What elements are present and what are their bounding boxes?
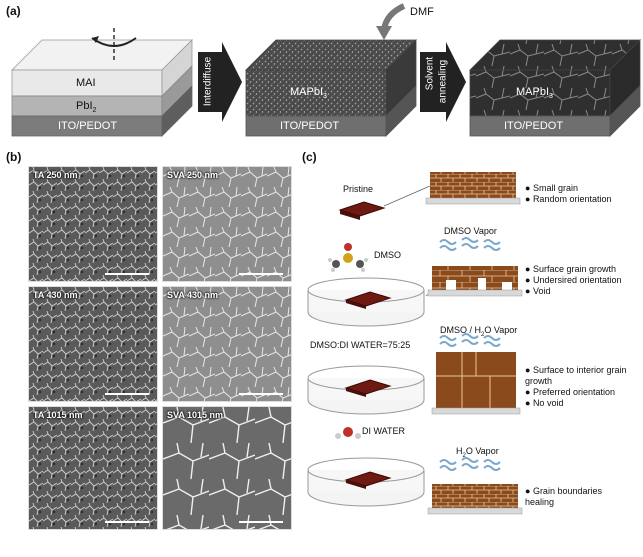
panel-c-label: (c) bbox=[302, 150, 317, 164]
sem-image-sva-250: SVA 250 nm bbox=[162, 166, 292, 282]
sem-caption: TA 430 nm bbox=[33, 290, 78, 300]
sem-caption: SVA 1015 nm bbox=[167, 410, 224, 420]
pristine-label: Pristine bbox=[343, 184, 374, 194]
sem-caption: TA 1015 nm bbox=[33, 410, 83, 420]
block-2 bbox=[245, 39, 417, 137]
sem-caption: SVA 430 nm bbox=[167, 290, 219, 300]
water-molecule-icon bbox=[335, 427, 361, 439]
water-label: DI WATER bbox=[362, 426, 405, 436]
scale-bar bbox=[239, 521, 283, 523]
scale-bar bbox=[105, 273, 149, 275]
block-3 bbox=[469, 39, 641, 137]
pristine-row bbox=[338, 172, 521, 220]
mixture-row bbox=[307, 333, 521, 415]
h2o-bullets: ● Grain boundaries healing bbox=[525, 486, 625, 508]
panel-a-drawing bbox=[11, 3, 641, 137]
bullet-item: ● Surface grain growth bbox=[525, 264, 616, 274]
h2o-vapor-label: H2O Vapor bbox=[456, 446, 499, 459]
dmso-vapor-label: DMSO Vapor bbox=[444, 226, 497, 236]
bullet-item: ● Grain boundaries healing bbox=[525, 486, 602, 507]
ito-layer-label-3: ITO/PEDOT bbox=[504, 120, 564, 132]
dmso-bullets: ● Surface grain growth ● Undersired orie… bbox=[525, 264, 622, 297]
bullet-item: ● Random orientation bbox=[525, 194, 612, 204]
dmf-arrow-icon bbox=[376, 3, 406, 40]
solvent-annealing-arrow bbox=[420, 42, 466, 122]
scale-bar bbox=[105, 393, 149, 395]
block2-film-label: MAPbI3 bbox=[290, 86, 327, 101]
sem-image-sva-430: SVA 430 nm bbox=[162, 286, 292, 402]
solvent-label: Solvent bbox=[424, 56, 436, 91]
sem-image-ta-430: TA 430 nm bbox=[28, 286, 158, 402]
mix-bullets: ● Surface to interior grain growth ● Pre… bbox=[525, 365, 643, 409]
water-row bbox=[307, 427, 523, 515]
dmso-molecule-icon bbox=[328, 243, 368, 272]
bullet-item: ● Undersired orientation bbox=[525, 275, 622, 285]
scale-bar bbox=[239, 393, 283, 395]
sem-image-sva-1015: SVA 1015 nm bbox=[162, 406, 292, 530]
interdiffuse-arrow bbox=[198, 42, 242, 122]
interdiffuse-label: Interdiffuse bbox=[202, 56, 214, 107]
scale-bar bbox=[239, 273, 283, 275]
sem-image-ta-250: TA 250 nm bbox=[28, 166, 158, 282]
bullet-item: ● Surface to interior grain growth bbox=[525, 365, 627, 386]
pristine-bullets: ● Small grain ● Random orientation bbox=[525, 183, 612, 205]
annealing-label: annealing bbox=[437, 59, 449, 104]
sem-caption: TA 250 nm bbox=[33, 170, 78, 180]
panel-c-drawing bbox=[307, 172, 523, 515]
sem-caption: SVA 250 nm bbox=[167, 170, 219, 180]
ito-layer-label-2: ITO/PEDOT bbox=[280, 120, 340, 132]
pbi2-layer-label: PbI2 bbox=[76, 100, 97, 115]
mix-vapor-label: DMSO / H2O Vapor bbox=[440, 325, 518, 338]
scale-bar bbox=[105, 521, 149, 523]
spin-arrow-icon bbox=[91, 28, 137, 60]
mix-ratio-label: DMSO:DI WATER=75:25 bbox=[310, 340, 411, 350]
block3-film-label: MAPbI3 bbox=[516, 86, 553, 101]
block-1 bbox=[11, 28, 193, 137]
ito-layer-label-1: ITO/PEDOT bbox=[58, 120, 118, 132]
panel-b-label: (b) bbox=[6, 150, 22, 164]
dmf-label: DMF bbox=[410, 6, 434, 18]
bullet-item: ● Void bbox=[525, 286, 551, 296]
mai-layer-label: MAI bbox=[76, 77, 96, 89]
bullet-item: ● No void bbox=[525, 398, 564, 408]
dmso-row bbox=[307, 237, 523, 327]
dmso-label: DMSO bbox=[374, 250, 401, 260]
sem-image-ta-1015: TA 1015 nm bbox=[28, 406, 158, 530]
bullet-item: ● Preferred orientation bbox=[525, 387, 615, 397]
panel-a-label: (a) bbox=[6, 4, 21, 18]
bullet-item: ● Small grain bbox=[525, 183, 578, 193]
